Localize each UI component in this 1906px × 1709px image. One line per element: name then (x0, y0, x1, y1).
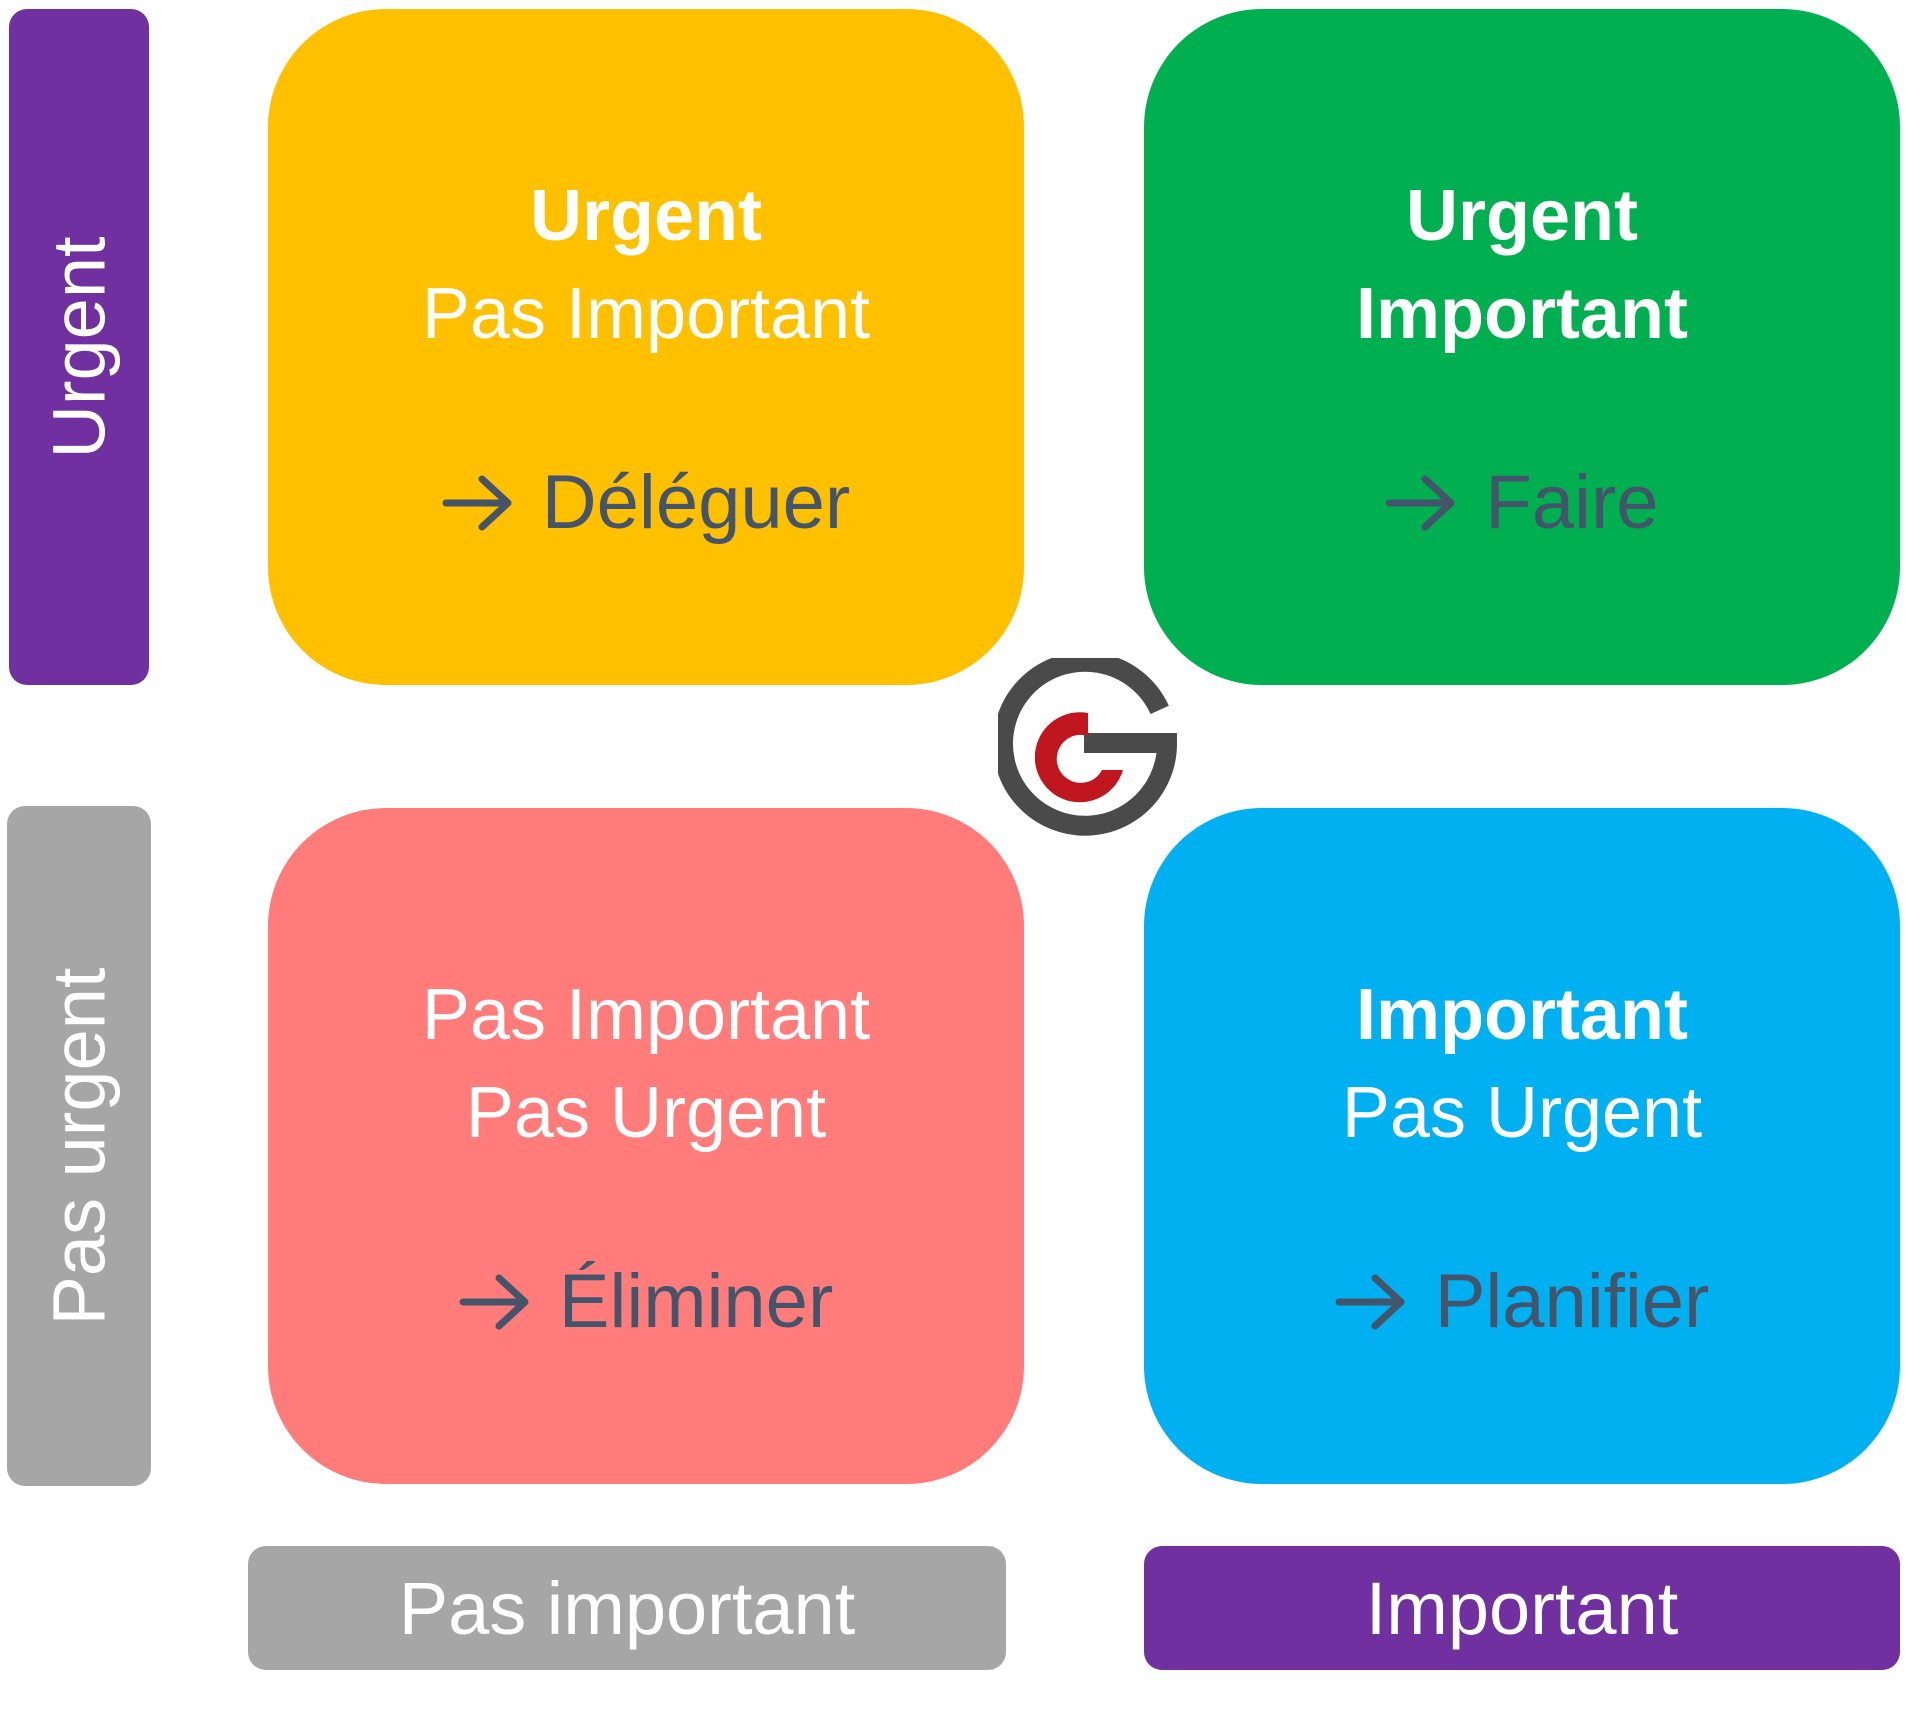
axis-pas-urgent: Pas urgent (7, 806, 151, 1486)
axis-pas-important-label: Pas important (398, 1566, 856, 1650)
quadrant-action: Faire (1144, 459, 1900, 546)
quadrant-line-2: Pas Urgent (1341, 1073, 1703, 1153)
quadrant-delegate: Urgent Pas Important Déléguer (268, 9, 1024, 685)
action-do-label: Faire (1485, 460, 1659, 545)
axis-pas-important: Pas important (248, 1546, 1006, 1670)
arrow-right-icon (459, 1274, 529, 1329)
arrow-right-icon (442, 475, 512, 530)
quadrant-do: Urgent Important Faire (1144, 9, 1900, 685)
axis-pas-urgent-label: Pas urgent (37, 967, 121, 1325)
axis-important: Important (1144, 1546, 1900, 1670)
action-delegate-label: Déléguer (541, 460, 851, 545)
action-eliminate-label: Éliminer (558, 1259, 834, 1344)
arrow-right-icon (1385, 475, 1455, 530)
g-logo-icon (998, 658, 1178, 836)
axis-urgent-label: Urgent (37, 235, 121, 459)
quadrant-line-1: Urgent (1406, 176, 1638, 256)
quadrant-eliminate: Pas Important Pas Urgent Éliminer (268, 808, 1024, 1484)
quadrant-action: Planifier (1144, 1258, 1900, 1345)
quadrant-plan: Important Pas Urgent Planifier (1144, 808, 1900, 1484)
quadrant-line-1: Pas Important (421, 975, 871, 1055)
quadrant-action: Déléguer (268, 459, 1024, 546)
quadrant-line-2: Important (1356, 274, 1688, 354)
quadrant-action: Éliminer (268, 1258, 1024, 1345)
action-plan-label: Planifier (1434, 1259, 1710, 1344)
quadrant-line-2: Pas Important (421, 274, 871, 354)
axis-urgent: Urgent (9, 9, 149, 685)
quadrant-line-2: Pas Urgent (465, 1073, 827, 1153)
arrow-right-icon (1335, 1274, 1405, 1329)
axis-important-label: Important (1365, 1566, 1679, 1650)
quadrant-line-1: Urgent (530, 176, 762, 256)
quadrant-line-1: Important (1356, 975, 1688, 1055)
